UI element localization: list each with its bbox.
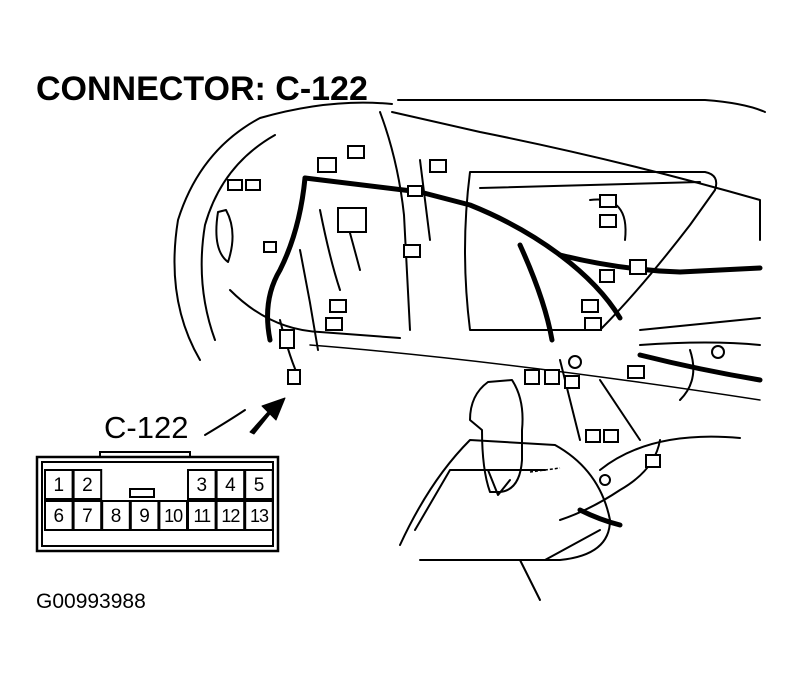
connector-pin-cell — [215, 469, 246, 500]
connector-pin-cell — [244, 469, 274, 500]
connector-pin-number: 3 — [197, 475, 208, 496]
connector-pin-cell — [72, 500, 103, 531]
connector-pin-number: 13 — [250, 506, 269, 526]
dashboard-outline — [173, 101, 393, 361]
connector-pin-number: 2 — [82, 475, 93, 496]
connector-pin-number: 8 — [111, 506, 122, 527]
connector-pin-number: 7 — [82, 506, 93, 527]
small-connector-block — [317, 157, 337, 173]
connector-pin-number: 9 — [139, 506, 150, 527]
connector-pin-number: 5 — [254, 475, 265, 496]
connector-callout-label: C-122 — [104, 410, 189, 445]
glove-box-outline — [464, 171, 718, 331]
connector-pin-cell — [44, 500, 74, 531]
connector-pin-cell — [101, 500, 131, 531]
figure-id: G00993988 — [36, 590, 146, 613]
connector-pin-cell — [215, 500, 246, 531]
connector-pin-cell — [244, 500, 274, 531]
connector-pin-cell — [187, 469, 217, 500]
connector-pin-number: 12 — [221, 506, 240, 526]
pointer-arrow — [249, 397, 286, 435]
connector-pin-number: 6 — [54, 506, 65, 527]
main-wire-harness — [302, 175, 763, 275]
connector-pin-cell — [187, 500, 217, 531]
callout-leader-line — [204, 409, 246, 436]
connector-pin-number: 11 — [193, 506, 211, 526]
connector-pin-number: 10 — [164, 506, 183, 526]
center-console-outline — [399, 439, 611, 561]
connector-pin-number: 1 — [54, 475, 65, 496]
connector-pin-cell — [44, 469, 74, 500]
connector-pin-number: 4 — [225, 475, 236, 496]
connector-title: CONNECTOR: C-122 — [36, 70, 368, 108]
connector-pin-cell — [72, 469, 103, 500]
connector-pin-cell — [158, 500, 188, 531]
title-leader-line — [397, 99, 766, 113]
